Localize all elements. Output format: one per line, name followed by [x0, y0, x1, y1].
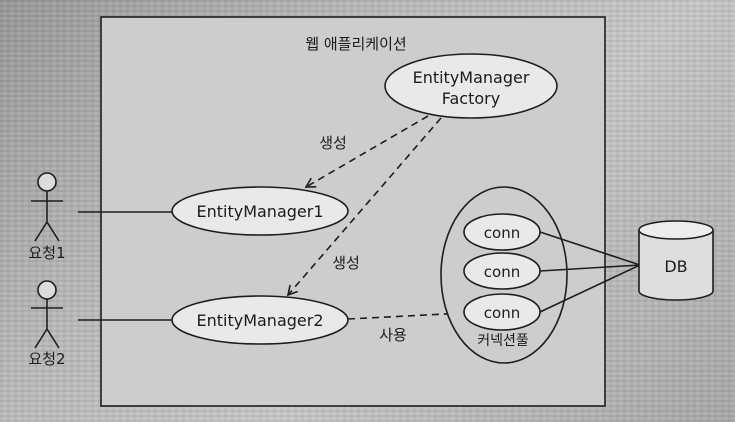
- actor2-figure: [31, 280, 63, 349]
- create-arrow-2: [286, 117, 442, 297]
- conn1-db-link: [539, 231, 641, 266]
- use-arrow: [347, 307, 466, 320]
- entity-manager2-label: EntityManager2: [196, 311, 323, 330]
- factory-label-line2: Factory: [442, 89, 500, 108]
- conn3-db-link: [539, 264, 641, 313]
- create-label-1: 생성: [319, 134, 347, 152]
- actor1-figure: [31, 172, 63, 242]
- actor2-label: 요청2: [28, 350, 65, 368]
- connection-pool-label: 커넥션풀: [477, 333, 529, 349]
- factory-label-line1: EntityManager: [413, 68, 530, 87]
- web-application-label: 웹 애플리케이션: [305, 35, 406, 53]
- conn2-db-link: [539, 264, 641, 272]
- actor1-label: 요청1: [28, 244, 65, 262]
- entity-manager-factory-node: [384, 53, 558, 119]
- entity-manager1-label: EntityManager1: [196, 202, 323, 221]
- create-label-2: 생성: [332, 254, 360, 272]
- connection-label-3: conn: [484, 304, 520, 322]
- connection-label-1: conn: [484, 224, 520, 242]
- connection-label-2: conn: [484, 263, 520, 281]
- entity-manager1-node: [171, 186, 349, 236]
- database-cylinder: [638, 220, 714, 301]
- use-label: 사용: [379, 326, 407, 344]
- database-label: DB: [664, 257, 687, 276]
